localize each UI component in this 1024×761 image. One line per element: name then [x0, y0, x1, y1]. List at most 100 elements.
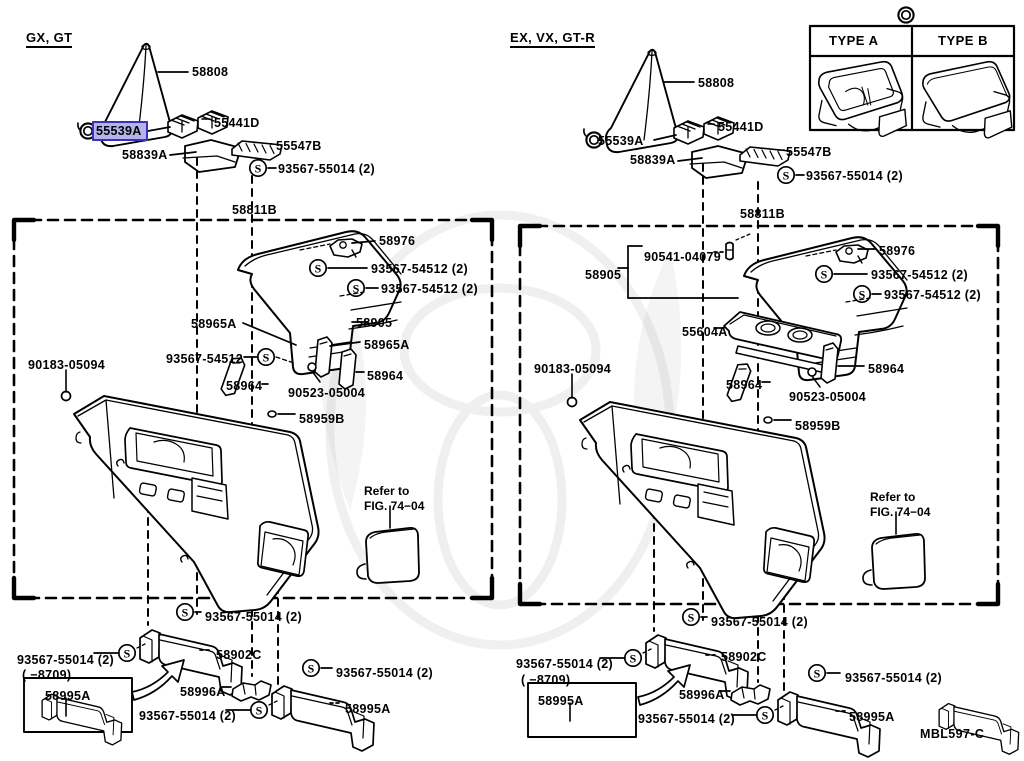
part-label-93567-55014-2: 93567-55014 (2) — [336, 666, 433, 680]
part-label-text: 58808 — [698, 76, 735, 90]
part-label-text: 58964 — [226, 379, 263, 393]
part-label-text: 55547B — [276, 139, 322, 153]
part-label-55441d: 55441D — [214, 116, 260, 130]
part-label-93567-55014-2: 93567-55014 (2) — [139, 709, 236, 723]
part-label-58996a: 58996A — [679, 688, 725, 702]
part-label-90523-05004: 90523-05004 — [288, 386, 365, 400]
part-label-93567-54512: 93567-54512 — [166, 352, 243, 366]
part-label-58959b: 58959B — [795, 419, 841, 433]
part-label-text: 90183-05094 — [28, 358, 105, 372]
panel-title-left: GX, GT — [26, 30, 73, 48]
part-label-58976: 58976 — [879, 244, 915, 258]
part-label-58964: 58964 — [726, 378, 762, 392]
part-label-58995a: 58995A — [45, 689, 91, 703]
part-label-text: 55539A — [598, 134, 644, 148]
part-label-55604a: 55604A — [682, 325, 728, 339]
part-label-93567-55014-2: 93567-55014 (2) — [711, 615, 808, 629]
part-label-text: 90541-04079 — [644, 250, 721, 264]
part-label-58959b: 58959B — [299, 412, 345, 426]
part-label-58995a: 58995A — [345, 702, 391, 716]
part-label-text: 90183-05094 — [534, 362, 611, 376]
part-label-55539a: 55539A — [92, 121, 148, 141]
part-label-text: 93567-55014 (2) — [711, 615, 808, 629]
part-label-93567-55014-2: 93567-55014 (2) — [516, 657, 613, 671]
part-label-93567-55014-2: 93567-55014 (2) — [278, 162, 375, 176]
part-label-text: 93567-54512 (2) — [884, 288, 981, 302]
part-label-text: 58995A — [849, 710, 895, 724]
part-label-55539a: 55539A — [598, 134, 644, 148]
part-label-text: 55539A — [92, 121, 148, 141]
part-label-text: 93567-55014 (2) — [139, 709, 236, 723]
part-label-text: 58995A — [538, 694, 584, 708]
part-label-58811b: 58811B — [232, 203, 277, 217]
part-label-text: 93567-55014 (2) — [516, 657, 613, 671]
part-label-text: 58976 — [879, 244, 916, 258]
part-label-text: 58959B — [299, 412, 345, 426]
panel-title-right: EX, VX, GT-R — [510, 30, 595, 48]
part-label-text: 93567-55014 (2) — [278, 162, 375, 176]
part-label-58905: 58905 — [356, 316, 392, 330]
part-label-text: 58839A — [630, 153, 676, 167]
part-label-58964: 58964 — [367, 369, 403, 383]
part-label-text: 55441D — [718, 120, 764, 134]
part-label-58965a: 58965A — [191, 317, 237, 331]
part-label-90183-05094: 90183-05094 — [28, 358, 105, 372]
part-label-58808: 58808 — [698, 76, 734, 90]
part-label-text: 58964 — [367, 369, 404, 383]
part-label-text: 93567-55014 (2) — [806, 169, 903, 183]
part-label-text: 58995A — [345, 702, 391, 716]
part-label-58902c: 58902C — [721, 650, 767, 664]
part-label-58839a: 58839A — [630, 153, 676, 167]
part-label-text: 58905 — [585, 268, 622, 282]
part-label-text: 58902C — [721, 650, 767, 664]
part-label-93567-55014-2: 93567-55014 (2) — [638, 712, 735, 726]
part-label-text: 93567-54512 (2) — [371, 262, 468, 276]
part-label-text: 55441D — [214, 116, 260, 130]
part-label-text: 58995A — [45, 689, 91, 703]
part-label-93567-54512-2: 93567-54512 (2) — [371, 262, 468, 276]
part-label-93567-54512-2: 93567-54512 (2) — [381, 282, 478, 296]
part-label-90183-05094: 90183-05094 — [534, 362, 611, 376]
part-label-58839a: 58839A — [122, 148, 168, 162]
legend-box-artwork — [808, 6, 1016, 139]
part-label-text: 58905 — [356, 316, 393, 330]
part-label-text: 93567-55014 (2) — [205, 610, 302, 624]
panel-left-artwork — [11, 42, 495, 752]
part-label-text: 58965A — [191, 317, 237, 331]
part-label-58976: 58976 — [379, 234, 415, 248]
part-label-text: 58964 — [868, 362, 905, 376]
part-label-text: 93567-54512 (2) — [871, 268, 968, 282]
part-label-58964: 58964 — [868, 362, 904, 376]
part-label-text: 55604A — [682, 325, 728, 339]
part-label-text: 93567-55014 (2) — [845, 671, 942, 685]
panel-right-artwork — [517, 48, 1020, 758]
part-label-text: 93567-55014 (2) — [17, 653, 114, 667]
part-label-text: 58964 — [726, 378, 763, 392]
part-label-text: 93567-54512 (2) — [381, 282, 478, 296]
legend-title-type-b: TYPE B — [938, 33, 988, 48]
part-label-58902c: 58902C — [216, 648, 262, 662]
part-label-58964: 58964 — [226, 379, 262, 393]
part-label-90523-05004: 90523-05004 — [789, 390, 866, 404]
part-label-text: 93567-55014 (2) — [638, 712, 735, 726]
part-label-text: 58839A — [122, 148, 168, 162]
part-label-text: 90523-05004 — [288, 386, 365, 400]
part-label-text: 58811B — [232, 203, 277, 217]
part-label-55547b: 55547B — [786, 145, 832, 159]
part-label-58965a: 58965A — [364, 338, 410, 352]
part-label-58811b: 58811B — [740, 207, 785, 221]
part-label-text: 58996A — [679, 688, 725, 702]
part-label-text: 58996A — [180, 685, 226, 699]
date-note-right: ( −8709) — [521, 673, 571, 687]
part-label-text: 58808 — [192, 65, 229, 79]
drawing-number: MBL597-C — [920, 727, 985, 741]
part-label-93567-55014-2: 93567-55014 (2) — [205, 610, 302, 624]
part-label-text: 58902C — [216, 648, 262, 662]
part-label-90541-04079: 90541-04079 — [644, 250, 721, 264]
part-label-58996a: 58996A — [180, 685, 226, 699]
part-label-58808: 58808 — [192, 65, 228, 79]
part-label-text: 58976 — [379, 234, 416, 248]
part-label-text: 58959B — [795, 419, 841, 433]
